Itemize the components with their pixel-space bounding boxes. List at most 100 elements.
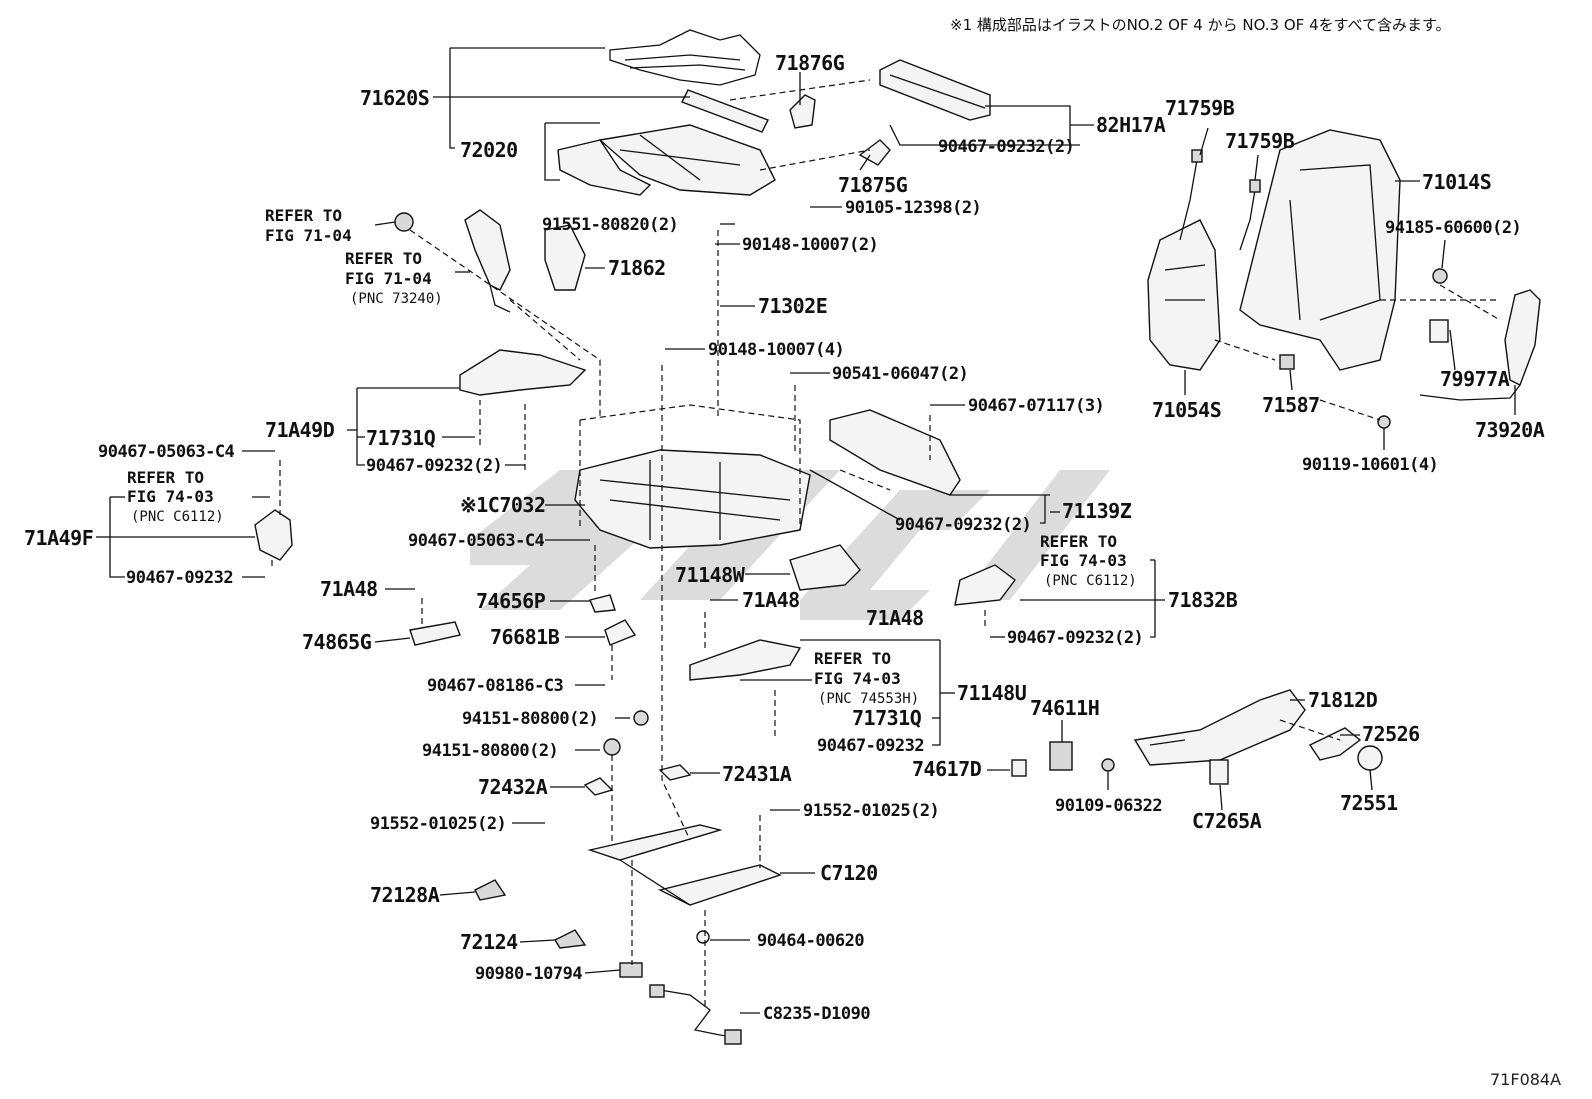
headrest-guide-wire-1 (1179, 159, 1198, 241)
label-91551-80820: 91551-80820(2) (542, 215, 678, 235)
ref-fig7104-a-line1: REFER TO (265, 206, 342, 225)
bracket-71876g (789, 94, 816, 129)
label-90980-10794: 90980-10794 (475, 964, 582, 984)
bolt-90119 (1377, 415, 1391, 429)
label-90119-10601: 90119-10601(4) (1302, 455, 1438, 475)
shield-73240 (464, 209, 511, 291)
ref-fig7403-c-line2: FIG 74-03 (814, 669, 901, 688)
ref-fig7403-a-pnc: (PNC C6112) (131, 509, 224, 525)
harness-plug-2 (724, 1029, 742, 1045)
label-71731q-2: 71731Q (852, 706, 922, 730)
bolt-90109 (1101, 758, 1115, 772)
label-71302e: 71302E (758, 294, 827, 318)
label-72431a: 72431A (722, 762, 792, 786)
label-71014s: 71014S (1422, 170, 1491, 194)
bracket-76681b (604, 619, 637, 646)
label-c7265a: C7265A (1192, 809, 1262, 833)
ref-fig7403-b-pnc: (PNC C6112) (1044, 573, 1137, 589)
ref-fig7104-b-line1: REFER TO (345, 249, 422, 268)
bushing-74611h (1049, 741, 1073, 771)
label-90467-07117: 90467-07117(3) (968, 396, 1104, 416)
label-90105-12398: 90105-12398(2) (845, 198, 981, 218)
seat-cushion-frame (557, 124, 776, 196)
clip-72124 (553, 929, 587, 949)
label-71a48-1: 71A48 (320, 577, 378, 601)
cap-74617d (1011, 759, 1027, 777)
headrest-guide-1 (1191, 149, 1203, 163)
ref-fig7104-a-line2: FIG 71-04 (265, 226, 352, 245)
knob-72526 (1308, 727, 1362, 761)
cover-71862 (544, 224, 586, 291)
rail-71139z (829, 409, 961, 496)
label-74656p: 74656P (476, 589, 546, 613)
seatback-side-frame (1147, 219, 1221, 371)
label-71587: 71587 (1262, 393, 1320, 417)
cover-71148u (689, 639, 802, 681)
label-71139z: 71139Z (1062, 499, 1132, 523)
ref-fig7403-a-line2: FIG 74-03 (127, 487, 214, 506)
label-c7032: ※1C7032 (460, 493, 546, 517)
bracket-74656p (589, 594, 616, 613)
headrest-guide-2 (1249, 179, 1261, 193)
seat-track-assembly (574, 404, 811, 549)
cover-c7265a (1209, 759, 1229, 785)
assembly-lines (271, 79, 1501, 1010)
label-91552-01025-a: 91552-01025(2) (370, 814, 506, 834)
clip-72128a (474, 879, 507, 901)
lower-frame-c7120 (587, 824, 782, 906)
label-72432a: 72432A (478, 775, 548, 799)
label-90148-10007-2: 90148-10007(2) (742, 235, 878, 255)
label-71a49f: 71A49F (24, 526, 93, 550)
clamp-90464 (696, 930, 710, 944)
cover-71a49f (254, 509, 293, 561)
headrest-guide-wire-2 (1239, 189, 1256, 251)
label-90464-00620: 90464-00620 (757, 931, 864, 951)
label-90467-08186: 90467-08186-C3 (427, 676, 564, 696)
label-71731q-1: 71731Q (366, 426, 436, 450)
label-71a48-2: 71A48 (742, 588, 800, 612)
ref-fig7403-b-line2: FIG 74-03 (1040, 551, 1127, 570)
label-90467-09232-b: 90467-09232(2) (366, 456, 502, 476)
bracket-72432a (583, 777, 614, 796)
note-text: ※1 構成部品はイラストのNO.2 OF 4 から NO.3 OF 4をすべて含… (950, 16, 1450, 34)
ref-fig7403-c-pnc: (PNC 74553H) (818, 691, 919, 707)
lever-cover-73920a (1504, 289, 1541, 386)
label-90467-09232-c: 90467-09232(2) (895, 515, 1031, 535)
knob-fig7104 (394, 212, 414, 232)
label-c8235-d1090: C8235-D1090 (763, 1004, 870, 1024)
label-90467-09232-d: 90467-09232(2) (1007, 628, 1143, 648)
label-82h17a: 82H17A (1096, 113, 1166, 137)
label-90467-05063-c4-a: 90467-05063-C4 (98, 442, 235, 462)
label-71759b-1: 71759B (1165, 96, 1235, 120)
lever-71812d (1133, 689, 1306, 766)
label-74617d: 74617D (912, 757, 982, 781)
label-72551: 72551 (1340, 791, 1398, 815)
label-72526: 72526 (1362, 722, 1420, 746)
adjuster-rail (879, 59, 991, 121)
label-71832b: 71832B (1168, 588, 1238, 612)
seat-wire-frame (609, 29, 761, 86)
harness-plug-1 (649, 984, 665, 998)
ref-fig7104-b-line2: FIG 71-04 (345, 269, 432, 288)
shield-71a49d (459, 349, 587, 396)
wire-harness-c8235 (659, 989, 741, 1039)
label-94151-80800-a: 94151-80800(2) (462, 709, 598, 729)
label-71a49d: 71A49D (265, 418, 335, 442)
leader-lines (96, 47, 1516, 1014)
cap-72551 (1357, 745, 1383, 771)
label-76681b: 76681B (490, 625, 560, 649)
seatback-frame (1239, 129, 1401, 371)
label-c7120: C7120 (820, 861, 878, 885)
label-71620s: 71620S (360, 86, 429, 110)
ref-fig7403-b-line1: REFER TO (1040, 532, 1117, 551)
label-90467-09232-single-b: 90467-09232 (817, 736, 924, 756)
bracket-72431a (658, 764, 692, 781)
label-71148u: 71148U (957, 681, 1026, 705)
clip-71587 (1279, 354, 1295, 370)
ref-fig7403-a-line1: REFER TO (127, 468, 204, 487)
ref-fig7104-b-pnc: (PNC 73240) (350, 291, 443, 307)
label-72124: 72124 (460, 930, 518, 954)
label-79977a: 79977A (1440, 367, 1510, 391)
label-91552-01025-b: 91552-01025(2) (803, 801, 939, 821)
